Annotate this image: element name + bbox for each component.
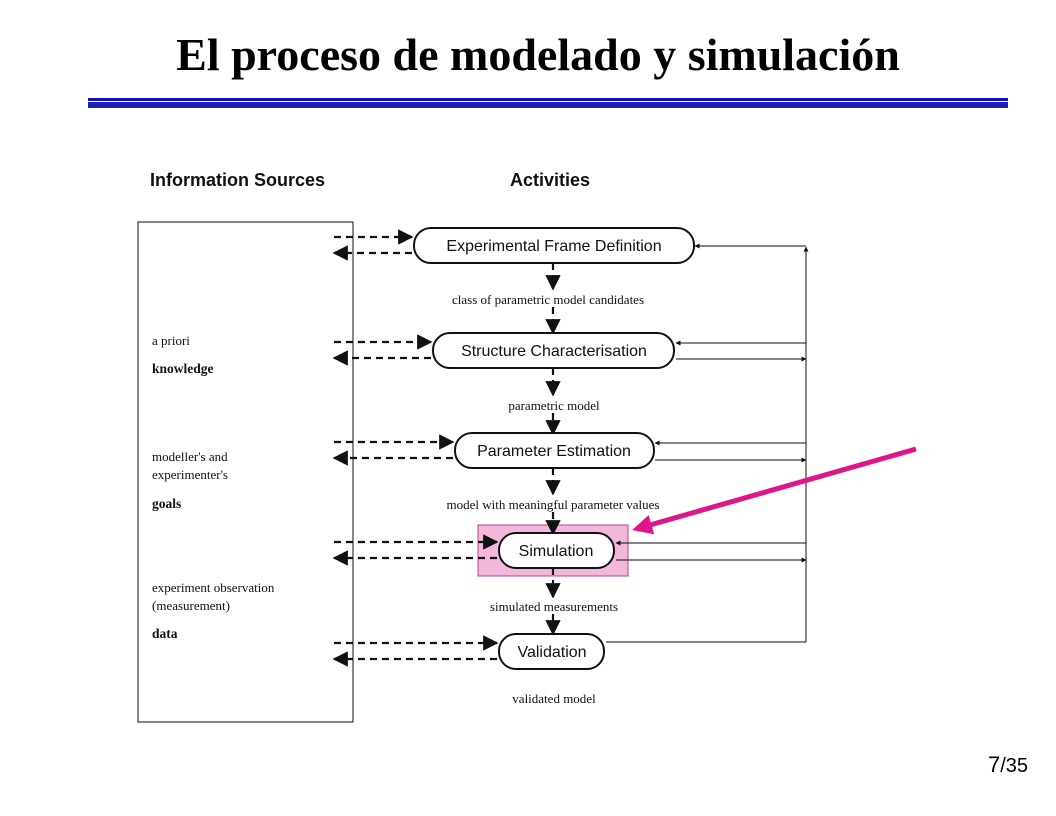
activity-parameter-estimation-label: Parameter Estimation	[477, 443, 631, 460]
header-activities: Activities	[510, 170, 590, 190]
highlight-pointer-arrow	[632, 446, 917, 535]
source-apriori-label: a priori	[152, 333, 190, 348]
activity-simulation-label: Simulation	[519, 543, 594, 560]
intermediate-label-3: model with meaningful parameter values	[447, 497, 660, 512]
source-goals-label: goals	[152, 496, 181, 511]
title-rule-thick	[88, 102, 1008, 108]
slide-title: El proceso de modelado y simulación	[176, 29, 900, 80]
activity-parameter-estimation: Parameter Estimation	[454, 432, 655, 469]
dashed-arrows	[332, 229, 499, 667]
activity-structure-characterisation: Structure Characterisation	[432, 332, 675, 369]
intermediate-label-2: parametric model	[508, 398, 600, 413]
title-rule-thin	[88, 98, 1008, 101]
activity-structure-characterisation-label: Structure Characterisation	[461, 343, 647, 360]
activity-validation-label: Validation	[517, 644, 586, 661]
intermediate-label-5: validated model	[512, 691, 596, 706]
header-information-sources: Information Sources	[150, 170, 325, 190]
feedback-lines	[606, 243, 809, 643]
intermediate-label-1: class of parametric model candidates	[452, 292, 644, 307]
activity-experimental-frame: Experimental Frame Definition	[413, 227, 695, 264]
activity-simulation: Simulation	[498, 532, 615, 569]
source-data-line2: (measurement)	[152, 598, 230, 613]
activity-validation: Validation	[498, 633, 605, 670]
page-total: /35	[1000, 755, 1029, 777]
source-goals-line2: experimenter's	[152, 467, 228, 482]
source-data-line1: experiment observation	[152, 580, 275, 595]
source-knowledge-label: knowledge	[152, 361, 214, 376]
page-number: 7/35	[988, 752, 1028, 778]
information-sources-box	[137, 221, 354, 723]
activity-experimental-frame-label: Experimental Frame Definition	[446, 238, 661, 255]
source-data-label: data	[152, 626, 178, 641]
intermediate-label-4: simulated measurements	[490, 599, 618, 614]
source-goals-line1: modeller's and	[152, 449, 228, 464]
page-current: 7	[988, 752, 1001, 777]
